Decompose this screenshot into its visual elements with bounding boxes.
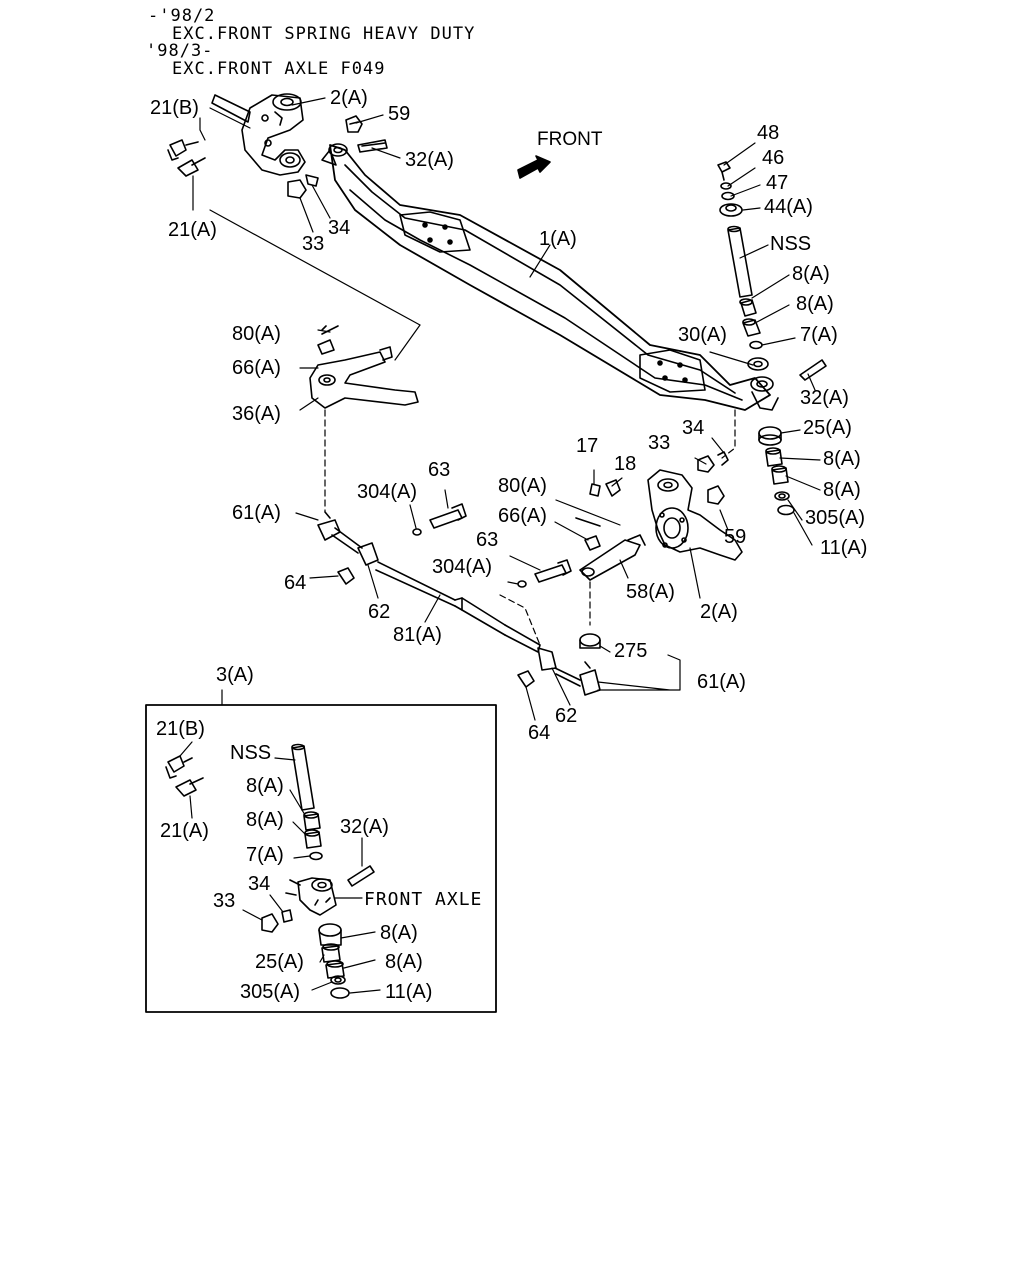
label-8a-r3: 8(A) <box>823 448 861 470</box>
knuckle-left <box>211 93 306 176</box>
label-80a-left: 80(A) <box>232 323 281 345</box>
label-61a-left: 61(A) <box>232 502 281 524</box>
label-34-top: 34 <box>328 217 351 239</box>
label-66a-mid: 66(A) <box>498 505 547 527</box>
inset-label-21a: 21(A) <box>160 820 209 842</box>
inset-label-7a: 7(A) <box>246 844 284 866</box>
label-7a-right: 7(A) <box>800 324 838 346</box>
label-1a: 1(A) <box>539 228 577 250</box>
label-2a-mid: 2(A) <box>700 601 738 623</box>
inset-label-34: 34 <box>248 873 271 895</box>
label-34-mid: 34 <box>682 417 705 439</box>
label-33-top: 33 <box>302 233 325 255</box>
label-36a: 36(A) <box>232 403 281 425</box>
leader-lines <box>192 97 821 721</box>
label-17: 17 <box>576 435 599 457</box>
label-11a-right: 11(A) <box>820 537 868 559</box>
label-47: 47 <box>766 172 789 194</box>
knuckle-right <box>575 469 743 649</box>
label-64-lower: 64 <box>528 722 551 744</box>
label-304a-upper: 304(A) <box>357 481 418 503</box>
inset-label-nss: NSS <box>230 742 272 764</box>
axle-beam <box>321 143 779 411</box>
label-18: 18 <box>614 453 637 475</box>
label-8a-r1: 8(A) <box>792 263 830 285</box>
drop-arm <box>309 325 419 513</box>
label-304a-mid: 304(A) <box>432 556 493 578</box>
label-32a-top: 32(A) <box>405 149 454 171</box>
label-305a-right: 305(A) <box>805 507 866 529</box>
inset-label-305a: 305(A) <box>240 981 301 1003</box>
kingpin-stack-lower-right <box>697 409 795 516</box>
label-66a-left: 66(A) <box>232 357 281 379</box>
inset-label-8a-1: 8(A) <box>246 775 284 797</box>
inset-label-8a-2: 8(A) <box>246 809 284 831</box>
label-25a-right: 25(A) <box>803 417 852 439</box>
label-275: 275 <box>614 640 648 662</box>
label-64-left: 64 <box>284 572 307 594</box>
label-48: 48 <box>757 122 780 144</box>
label-44a: 44(A) <box>764 196 813 218</box>
hardware-top <box>287 115 388 199</box>
header-line-2: EXC.FRONT SPRING HEAVY DUTY <box>172 24 476 44</box>
bolts-washers <box>412 503 572 646</box>
inset-label-25a: 25(A) <box>255 951 304 973</box>
label-2a-top: 2(A) <box>330 87 368 109</box>
inset-box <box>145 704 497 1013</box>
label-81a: 81(A) <box>393 624 442 646</box>
inset-label-32a: 32(A) <box>340 816 389 838</box>
label-80a-mid: 80(A) <box>498 475 547 497</box>
label-8a-r4: 8(A) <box>823 479 861 501</box>
grease-nipples-top <box>167 139 206 177</box>
inset-label-21b: 21(B) <box>156 718 205 740</box>
label-30a: 30(A) <box>678 324 727 346</box>
label-21a-top: 21(A) <box>168 219 217 241</box>
label-63-mid: 63 <box>476 529 499 551</box>
label-21b-top: 21(B) <box>150 97 199 119</box>
front-arrow-icon <box>517 155 551 179</box>
label-59-top: 59 <box>388 103 411 125</box>
header-line-4: EXC.FRONT AXLE F049 <box>172 59 386 79</box>
label-8a-r2: 8(A) <box>796 293 834 315</box>
label-61a-right: 61(A) <box>697 671 746 693</box>
label-62-lower: 62 <box>555 705 578 727</box>
front-label: FRONT <box>537 129 603 150</box>
label-59-mid: 59 <box>724 526 747 548</box>
inset-label-8a-3: 8(A) <box>380 922 418 944</box>
label-62-left: 62 <box>368 601 391 623</box>
inset-label-8a-4: 8(A) <box>385 951 423 973</box>
inset-label-front-axle: FRONT AXLE <box>364 889 483 910</box>
label-63-upper: 63 <box>428 459 451 481</box>
tie-rod <box>317 511 601 696</box>
label-46: 46 <box>762 147 785 169</box>
label-nss-right: NSS <box>770 233 812 255</box>
inset-parts <box>165 741 381 999</box>
kingpin-stack-right <box>717 161 827 381</box>
label-32a-right: 32(A) <box>800 387 849 409</box>
header-line-1: -'98/2 <box>148 6 216 26</box>
inset-label-33: 33 <box>213 890 236 912</box>
label-58a: 58(A) <box>626 581 675 603</box>
label-3a: 3(A) <box>216 664 254 686</box>
label-33-mid: 33 <box>648 432 671 454</box>
inset-label-11a: 11(A) <box>385 981 433 1003</box>
header-line-3: '98/3- <box>146 41 214 61</box>
